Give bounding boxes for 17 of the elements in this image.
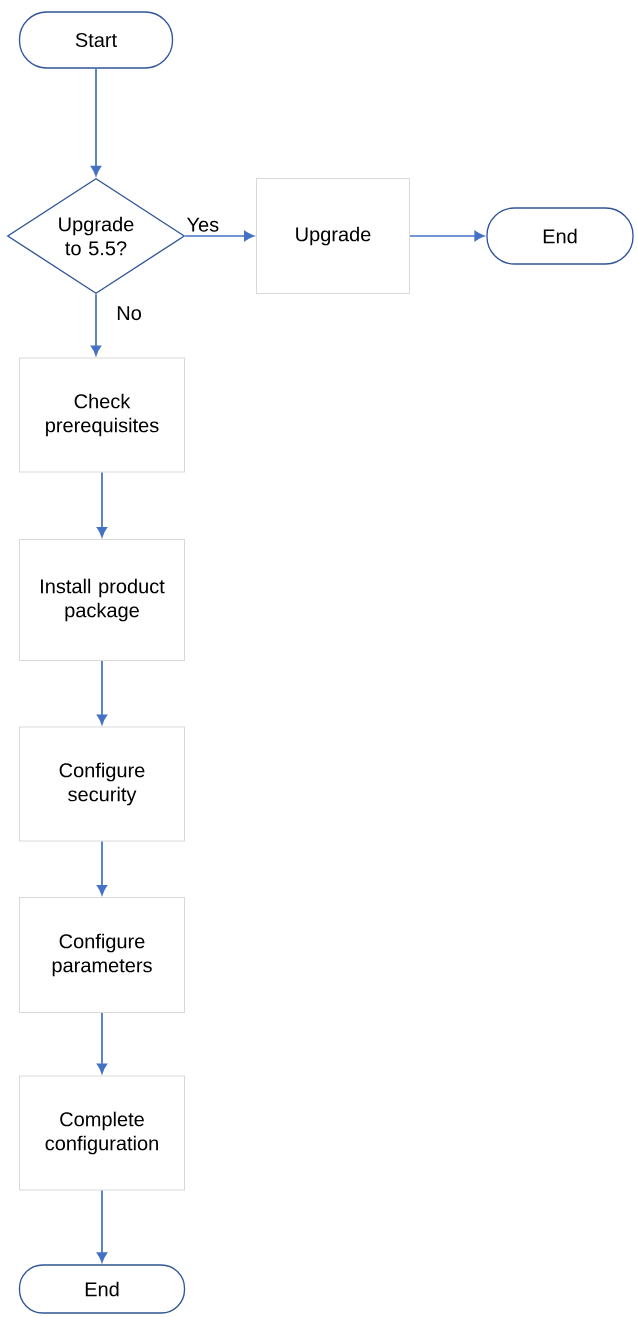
process-box: Configure security [18, 726, 186, 842]
edge-label: Yes [187, 217, 219, 232]
process-box: Complete configuration [18, 1075, 186, 1191]
arrow [96, 840, 108, 896]
arrow [96, 1189, 108, 1263]
process-box: Check prerequisites [18, 357, 186, 473]
arrow [96, 1012, 108, 1074]
arrow [96, 660, 108, 725]
arrow [184, 230, 255, 242]
arrow [96, 471, 108, 538]
process-box: Upgrade [255, 177, 411, 295]
process-box: Configure parameters [18, 896, 186, 1014]
arrow [90, 67, 102, 176]
arrow [90, 293, 102, 356]
edge-label: No [117, 306, 141, 321]
arrow [409, 230, 485, 242]
process-box: Install product package [18, 538, 186, 662]
